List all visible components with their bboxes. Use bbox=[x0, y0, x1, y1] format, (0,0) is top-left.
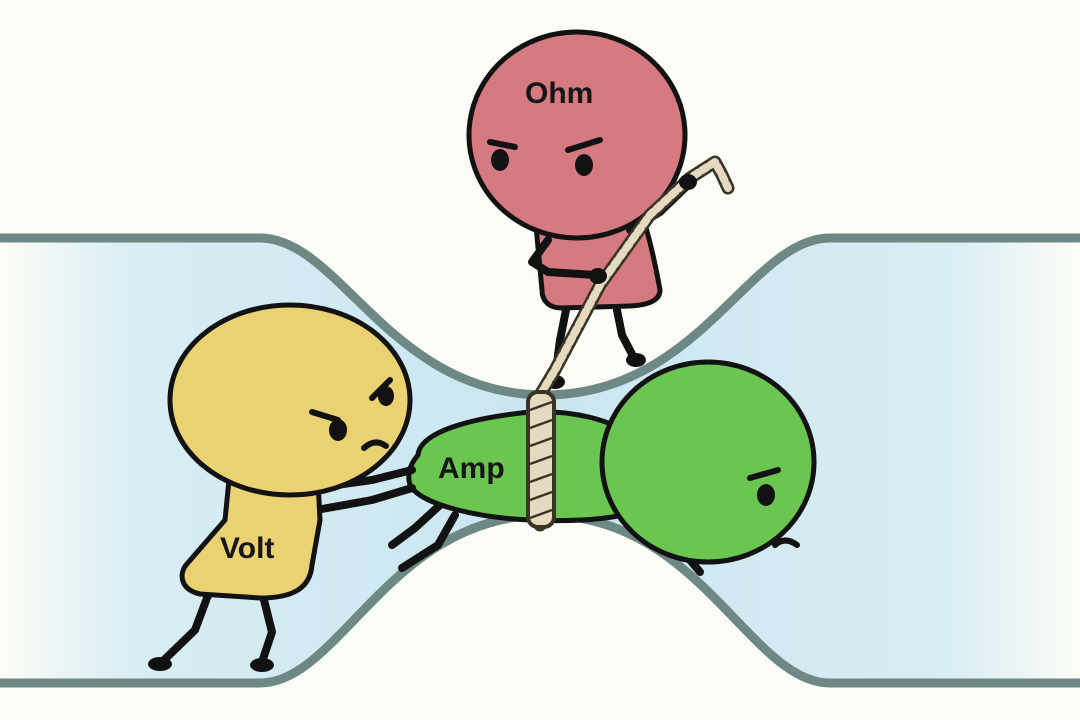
volt-character: Volt bbox=[148, 302, 416, 672]
ohm-right-foot bbox=[626, 353, 646, 367]
ohm-left-hand bbox=[589, 268, 607, 284]
volt-eye-right bbox=[378, 386, 394, 406]
ohm-brow-left bbox=[487, 139, 518, 150]
rope bbox=[526, 155, 735, 532]
volt-legs bbox=[158, 586, 276, 666]
volt-head bbox=[167, 302, 413, 498]
volt-mouth bbox=[361, 439, 389, 451]
ohm-eye-left bbox=[491, 149, 509, 171]
amp-mouth bbox=[772, 537, 800, 548]
ohm-eye-right bbox=[575, 154, 593, 176]
ohm-label: Ohm bbox=[525, 77, 593, 110]
ohm-left-arm bbox=[528, 236, 599, 279]
rope-strand-fill bbox=[536, 158, 732, 529]
volt-label: Volt bbox=[220, 532, 274, 565]
volt-body bbox=[179, 467, 323, 601]
volt-eye-left bbox=[329, 419, 347, 441]
amp-eye bbox=[757, 484, 775, 506]
volt-left-foot bbox=[148, 657, 172, 671]
amp-legs bbox=[388, 501, 459, 572]
amp-character: Amp bbox=[388, 359, 817, 576]
amp-label: Amp bbox=[438, 452, 505, 485]
volt-right-foot bbox=[250, 658, 274, 672]
ohm-character: Ohm bbox=[466, 29, 692, 389]
ohm-right-hand bbox=[679, 174, 697, 190]
rope-wrap-marks bbox=[529, 400, 553, 520]
amp-head bbox=[599, 359, 817, 565]
amp-brow bbox=[747, 467, 781, 481]
volt-brow-left bbox=[309, 409, 341, 423]
ohm-brow-right bbox=[565, 137, 603, 153]
ohm-head bbox=[466, 29, 688, 241]
